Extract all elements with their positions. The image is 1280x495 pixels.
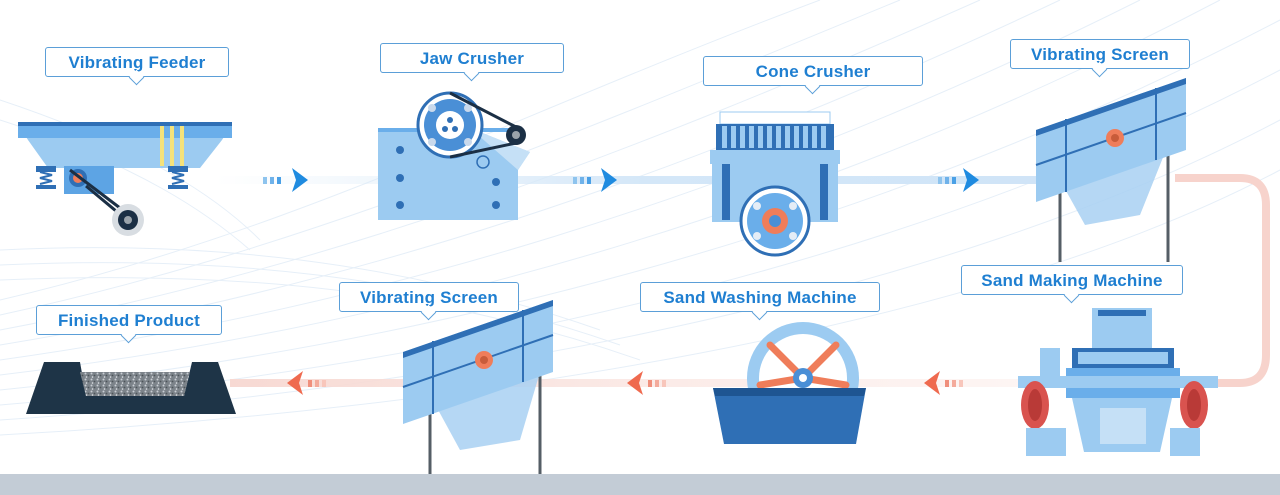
background-rays [0,0,1280,436]
arrow-screen-to-product [287,371,326,395]
arrow-jaw-to-cone [573,168,617,192]
label-cone-crusher: Cone Crusher [703,56,923,86]
arrow-cone-to-screen [938,168,979,192]
ground-floor [0,474,1280,495]
vibrating-feeder-illustration [18,122,232,236]
sand-making-machine-illustration [1018,308,1218,456]
label-sand-washing-machine: Sand Washing Machine [640,282,880,312]
vibrating-screen-1-illustration [1035,78,1187,262]
label-finished-product: Finished Product [36,305,222,335]
label-jaw-crusher: Jaw Crusher [380,43,564,73]
vibrating-screen-2-illustration [402,300,554,474]
flow-return-loop [1175,174,1270,387]
arrow-feeder-to-jaw [263,168,308,192]
cone-crusher-illustration [710,111,840,257]
label-vibrating-feeder: Vibrating Feeder [45,47,229,77]
label-sand-making-machine: Sand Making Machine [961,265,1183,295]
flow-line-top [215,176,1075,184]
label-vibrating-screen-1: Vibrating Screen [1010,39,1190,69]
sand-washing-machine-illustration [713,322,866,444]
arrow-sandmaker-to-washer [924,371,963,395]
jaw-crusher-illustration [378,91,530,220]
finished-product-illustration [26,362,236,414]
label-vibrating-screen-2: Vibrating Screen [339,282,519,312]
arrow-washer-to-screen [627,371,666,395]
